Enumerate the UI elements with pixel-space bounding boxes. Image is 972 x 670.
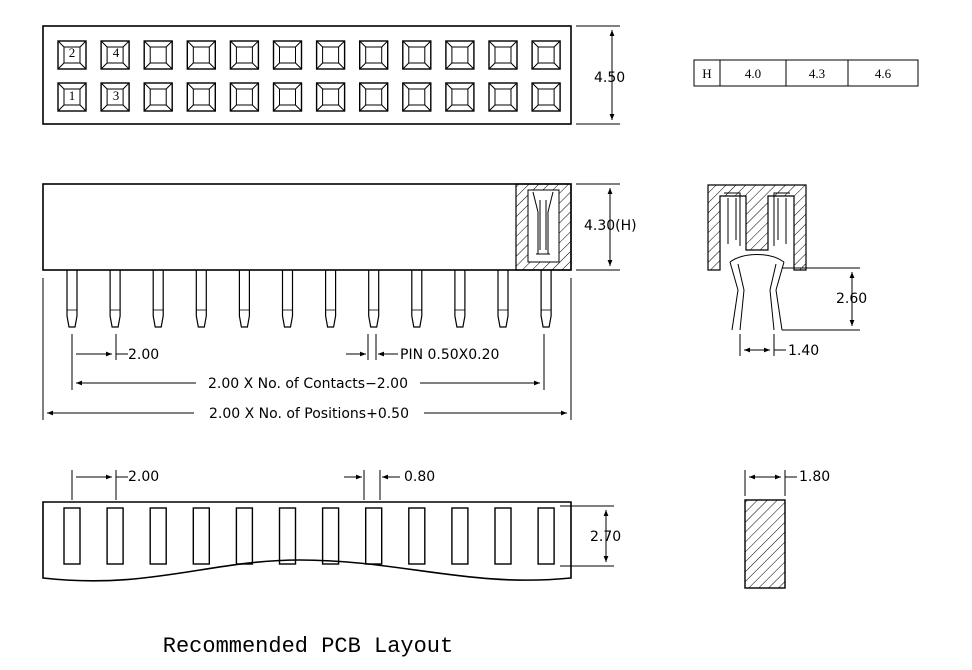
tail-spacing-dim: 1.40 [788,343,819,359]
pcb-caption: Recommended PCB Layout [163,634,453,659]
solder-pin [411,270,423,328]
solder-pin [281,270,294,328]
tail-length-dim: 2.60 [836,291,867,307]
solder-pin [497,270,509,328]
pin-cavity [57,40,87,70]
end-view: 2.60 1.40 [707,184,867,359]
pcb-slot [321,507,340,565]
pcb-slot-height-dim: 2.70 [590,529,621,545]
pin-cavity [143,40,173,70]
pcb-slot [278,507,297,565]
end-pad-width-dim: 1.80 [799,469,830,485]
pcb-slot [149,507,167,565]
solder-pin [325,270,337,328]
pcb-slot [408,507,426,565]
solder-pin [540,270,552,328]
pin-cavity [100,82,130,112]
pin-cavity [402,82,432,112]
table-header-h: H [702,66,711,81]
solder-pin [109,270,121,328]
top-view-body [42,25,572,125]
pin-cavity [272,82,303,112]
pin-cavity [229,40,260,70]
side-view-body [42,183,572,271]
side-height-dim: 4.30(H) [584,218,637,234]
top-view: 2 4 1 3 4.50 [42,25,625,125]
pcb-slot [63,507,81,565]
side-pitch-dim: 2.00 [128,347,159,363]
solder-pin [454,270,466,328]
pin-cavity [186,40,217,70]
table-value-2: 4.3 [809,66,825,81]
pcb-slot [106,507,124,565]
solder-pin [152,270,164,328]
pin-label-1: 1 [69,88,76,103]
pin-cavity [272,40,303,70]
pin-size-dim: PIN 0.50X0.20 [400,347,499,363]
end-pad: 1.80 [744,469,830,589]
pcb-layout: 2.00 0.80 2.70 Recommended PCB Layout [42,469,621,659]
pin-cavity [445,82,475,112]
pin-cavity [315,40,346,70]
solder-pin [66,270,78,328]
side-section-cavity [527,189,560,263]
table-value-3: 4.6 [875,66,892,81]
contacts-span-dim: 2.00 X No. of Contacts−2.00 [208,376,408,392]
pin-cavity [186,82,217,112]
end-pad-hatch [744,499,786,589]
top-height-dim: 4.50 [594,70,625,86]
pcb-slot [537,507,555,565]
pcb-slot [192,507,211,565]
pin-cavity [143,82,173,112]
pin-cavity [445,40,475,70]
pin-cavity [315,82,346,112]
pcb-slot [365,507,383,565]
pin-label-3: 3 [113,88,120,103]
pin-cavity [229,82,260,112]
solder-pin [368,270,380,328]
side-view-pins [66,270,552,328]
pin-label-4: 4 [113,45,120,60]
pcb-slot [235,507,254,565]
pin-cavity [531,82,561,112]
pin-cavity [359,40,389,70]
table-value-1: 4.0 [745,66,761,81]
pcb-pitch-dim: 2.00 [128,469,159,485]
pin-cavity [402,40,432,70]
top-view-pin-grid [57,40,561,112]
pcb-slot-width-dim: 0.80 [404,469,435,485]
pcb-slot [494,507,512,565]
solder-pin [195,270,207,328]
pin-label-2: 2 [69,45,76,60]
positions-span-dim: 2.00 X No. of Positions+0.50 [209,406,409,422]
pin-cavity [488,40,518,70]
pcb-board-outline [42,501,572,582]
pin-cavity [531,40,561,70]
solder-pin [238,270,250,328]
pin-cavity [57,82,87,112]
pcb-slot [451,507,469,565]
height-table: H 4.0 4.3 4.6 [693,59,919,87]
pcb-slots [63,507,555,565]
pin-cavity [100,40,130,70]
side-view: 4.30(H) 2.00 PIN 0.50X0.20 2.00 X No. of… [42,183,637,422]
end-section-hatch [707,184,807,271]
pin-cavity [359,82,389,112]
pin-cavity [488,82,518,112]
